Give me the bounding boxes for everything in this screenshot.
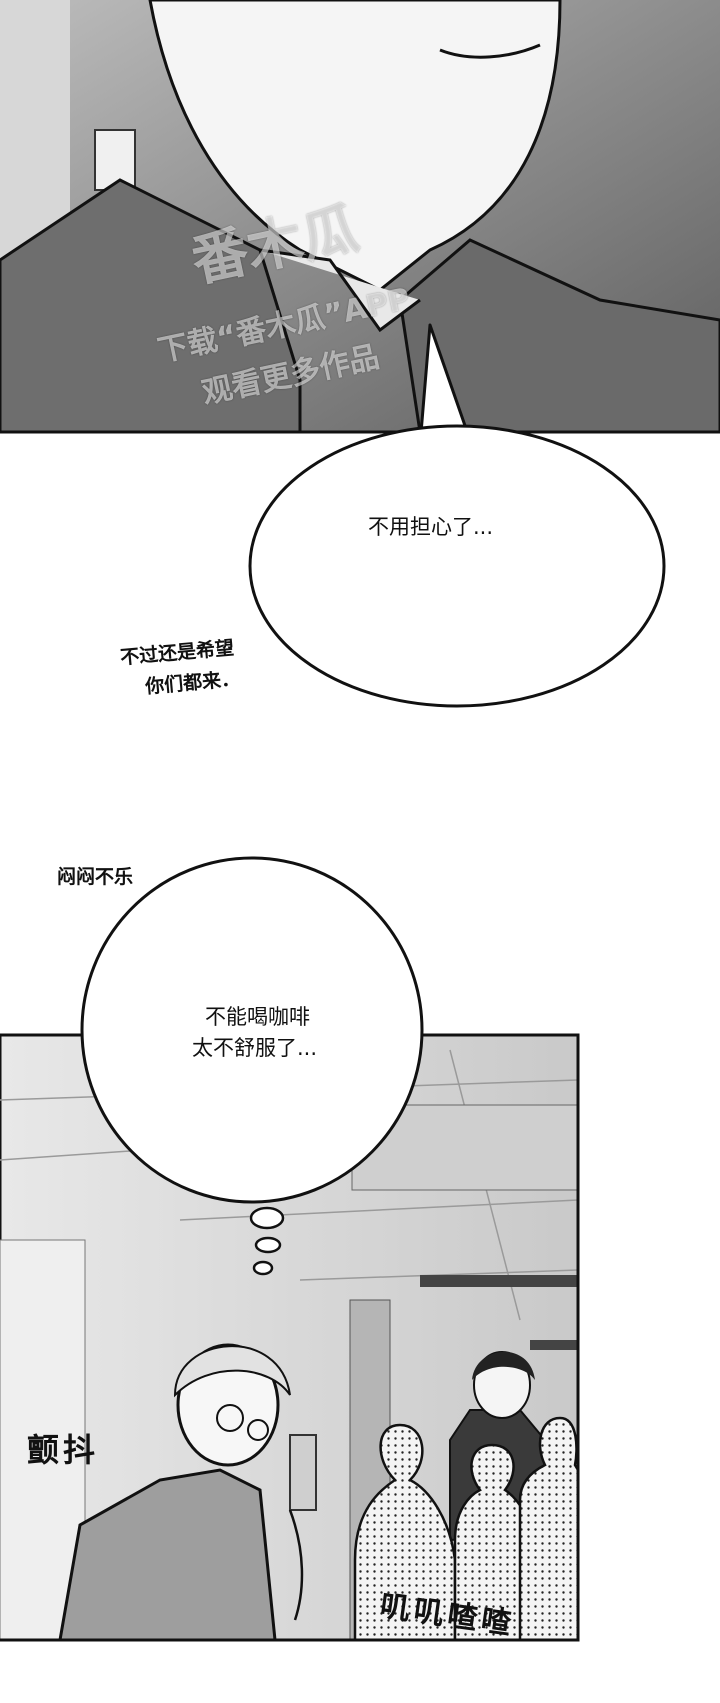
- thought-bubble-2-line-1: 不能喝咖啡: [205, 1005, 310, 1029]
- panel-1: [0, 0, 720, 434]
- sfx-tremble: 颤抖: [27, 1431, 100, 1469]
- speech-bubble-1: [248, 323, 666, 708]
- sfx-sulky: 闷闷不乐: [57, 866, 134, 888]
- thought-bubble-2-line-2: 太不舒服了...: [192, 1036, 318, 1060]
- speech-bubble-1-text: 不用担心了...: [368, 515, 494, 539]
- thought-bubble-2: [80, 856, 424, 1276]
